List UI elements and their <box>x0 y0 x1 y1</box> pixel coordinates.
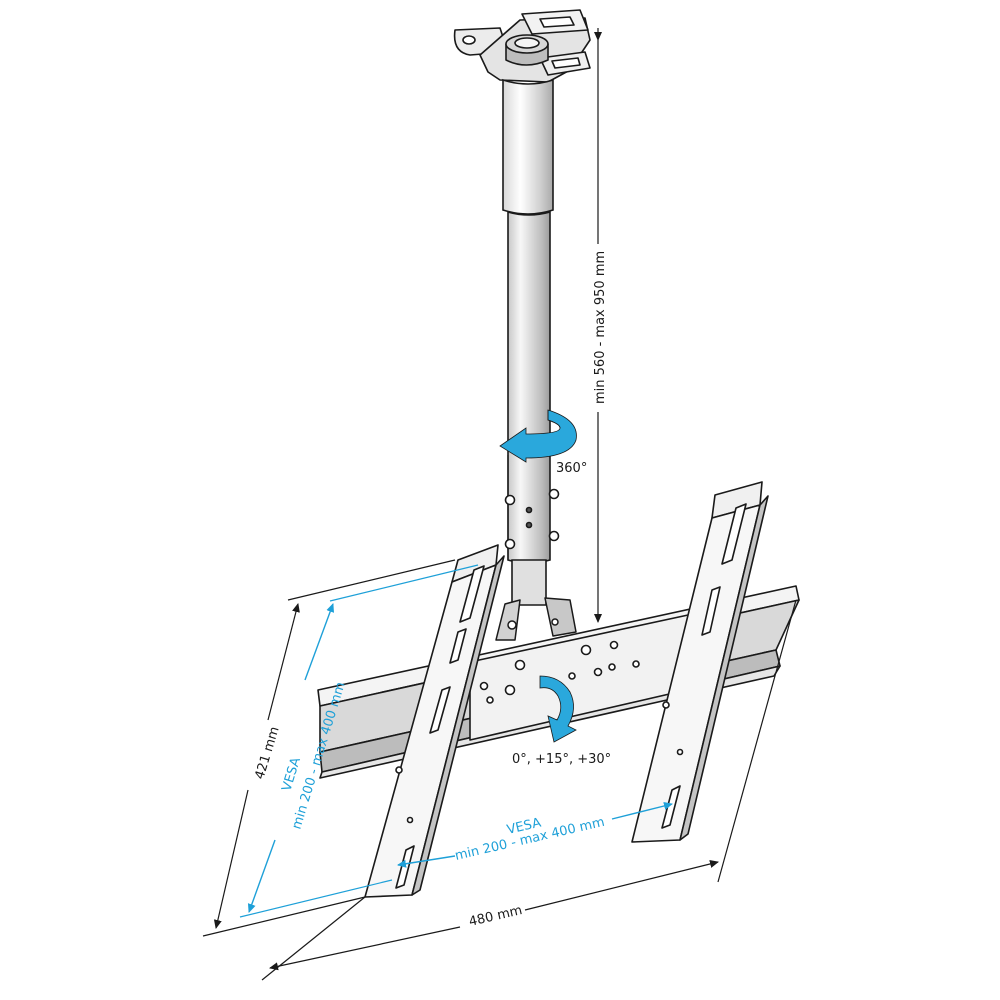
rail-screws <box>479 640 640 704</box>
height-dim-label: 421 mm <box>252 725 282 781</box>
height-range-dimension: min 560 - max 950 mm <box>593 28 608 623</box>
tilt-label: 0°, +15°, +30° <box>512 752 611 767</box>
vesa-vertical-title: VESA <box>279 756 303 793</box>
tilt-hinge <box>495 597 577 641</box>
width-dim-label: 480 mm <box>468 903 524 930</box>
rotation-arrow-icon <box>499 409 577 463</box>
rotation-label: 360° <box>556 461 587 476</box>
left-vesa-arm <box>364 544 505 898</box>
tilt-arrow-icon <box>539 675 577 743</box>
telescopic-pole <box>502 78 560 606</box>
ceiling-bracket <box>453 9 591 83</box>
pole-screws <box>504 488 560 550</box>
height-range-label: min 560 - max 950 mm <box>593 251 608 404</box>
